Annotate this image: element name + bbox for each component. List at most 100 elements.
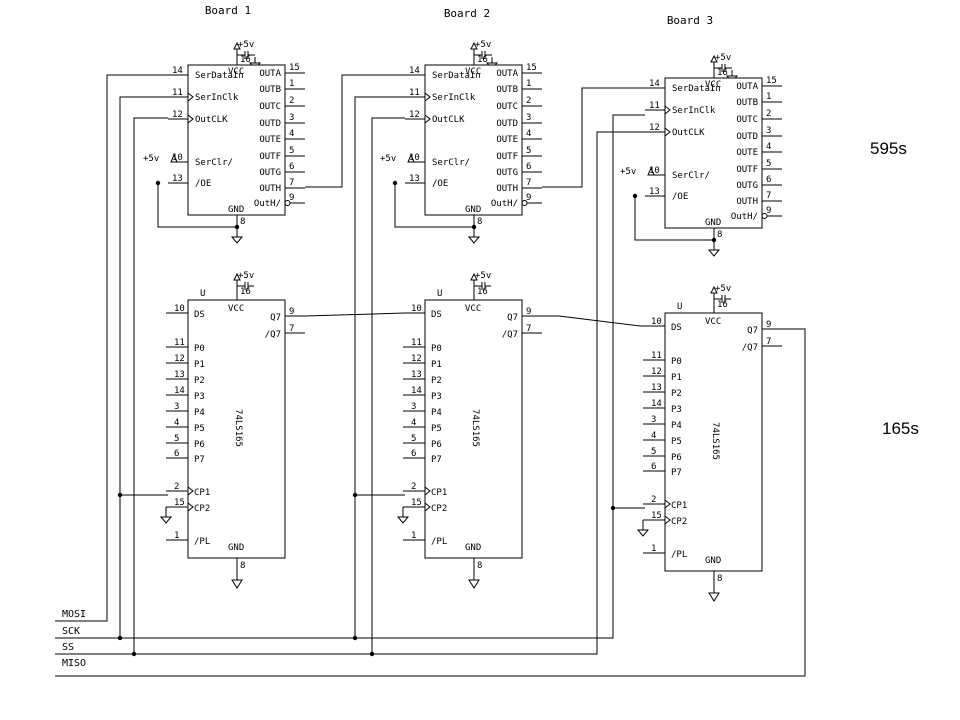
board1-165-pin-10-num: 10 xyxy=(174,304,185,314)
board1-595-out-7-label: OUTH xyxy=(259,184,281,194)
board3-165-pin-14-num: 14 xyxy=(651,399,662,409)
board2-165-clock-15 xyxy=(424,502,431,512)
board3-165-supply-label: +5v xyxy=(715,284,731,294)
board2-165-pin-3-num: 3 xyxy=(411,402,416,412)
board1-165-clock-15 xyxy=(187,502,194,512)
board3-595-gnd-pin: 8 xyxy=(717,230,722,240)
board2-595-pin-13-num: 13 xyxy=(409,174,420,184)
board3-165-u-label: U xyxy=(677,302,682,312)
board2-595-out-1-label: OUTB xyxy=(496,85,518,95)
board3-165-supply-arrow xyxy=(710,285,718,294)
board2-165-pin-6-label: P7 xyxy=(431,455,442,465)
board2-165-pin-15-num: 15 xyxy=(411,498,422,508)
board2-595-out-4-num: 4 xyxy=(526,129,531,139)
board3-595-out-1-num: 1 xyxy=(766,92,771,102)
board2-165-gnd-pin-num: 8 xyxy=(477,561,482,571)
board2-595-pin-14-num: 14 xyxy=(409,66,420,76)
board3-165-pin-15-num: 15 xyxy=(651,511,662,521)
board2-595-vcc-label: VCC xyxy=(465,67,481,77)
board2-595-out-15-num: 15 xyxy=(526,63,537,73)
board1-165-ground xyxy=(231,579,243,589)
board2-595-vcc-pin-num: 16 xyxy=(477,55,488,65)
board1-595-gnd-pin: 8 xyxy=(240,217,245,227)
board2-595-gnd-label: GND xyxy=(465,205,481,215)
board3-595-vcc-label: VCC xyxy=(705,80,721,90)
board2-595-out-4-label: OUTE xyxy=(496,135,518,145)
board1-595-out-7-num: 7 xyxy=(289,178,294,188)
board3-595-gnd-label: GND xyxy=(705,218,721,228)
bus-ss-dot-2 xyxy=(369,651,375,657)
board3-165-out-7-num: 7 xyxy=(766,337,771,347)
board3-595-out-15-label: OUTA xyxy=(736,82,758,92)
board3-595-out-6-label: OUTG xyxy=(736,181,758,191)
board3-165-pin-10-label: DS xyxy=(671,323,682,333)
board2-165-gnd-label: GND xyxy=(465,543,481,553)
board1-595-out-9-label: OutH/ xyxy=(254,199,281,209)
board3-595-out-3-num: 3 xyxy=(766,126,771,136)
board3-165-pin-6-label: P7 xyxy=(671,468,682,478)
board3-165-pin-4-num: 4 xyxy=(651,431,656,441)
board1-165-pin-14-num: 14 xyxy=(174,386,185,396)
board3-165-pin-12-num: 12 xyxy=(651,367,662,377)
board1-165-pin-5-num: 5 xyxy=(174,434,179,444)
board3-595-out-5-label: OUTF xyxy=(736,165,758,175)
board3-595-out-2-num: 2 xyxy=(766,109,771,119)
board2-165-pin-10-num: 10 xyxy=(411,304,422,314)
board1-595-out-6-label: OUTG xyxy=(259,168,281,178)
board3-165-pin-6-num: 6 xyxy=(651,462,656,472)
board3-165-out-9-label: Q7 xyxy=(747,326,758,336)
board3-595-pin-14-num: 14 xyxy=(649,79,660,89)
board3-165-clock-15 xyxy=(664,515,671,525)
board1-595-pin-14-num: 14 xyxy=(172,66,183,76)
board3-595-pin-13-label: /OE xyxy=(672,192,688,202)
board2-595-out-6-label: OUTG xyxy=(496,168,518,178)
board2-165-cp2-ground xyxy=(396,516,410,524)
board3-595-vcc-pin-num: 16 xyxy=(717,68,728,78)
board3-595-chip xyxy=(664,77,763,229)
bus-sck-cp1-dot-1 xyxy=(117,492,123,498)
board1-595-clock-12 xyxy=(187,114,194,124)
board1-595-outh-bubble xyxy=(284,200,291,206)
board1-title: Board 1 xyxy=(205,4,251,17)
board2-165-part-label: 74LS165 xyxy=(470,409,480,447)
board2-595-out-2-label: OUTC xyxy=(496,102,518,112)
board3-595-oe-gnd-wire xyxy=(634,196,714,241)
board2-595-pin-11-num: 11 xyxy=(409,88,420,98)
board2-165-pin-4-num: 4 xyxy=(411,418,416,428)
board2-595-pin-13-label: /OE xyxy=(432,179,448,189)
bus-miso-wire xyxy=(55,328,806,677)
board1-595-pin-14-label: SerDataIn xyxy=(195,71,244,81)
board2-165-u-label: U xyxy=(437,289,442,299)
board2-595-chip xyxy=(424,64,523,216)
board2-165-clock-2 xyxy=(424,486,431,496)
board3-165-pin-14-label: P3 xyxy=(671,405,682,415)
board2-595-pin-11-label: SerInClk xyxy=(432,93,476,103)
board1-595-pin-12-num: 12 xyxy=(172,110,183,120)
board3-165-pin-2-label: CP1 xyxy=(671,501,687,511)
board2-595-pin-12-num: 12 xyxy=(409,110,420,120)
board2-595-out-3-label: OUTD xyxy=(496,119,518,129)
board1-595-out-4-num: 4 xyxy=(289,129,294,139)
board3-595-serclr-supply: +5v xyxy=(620,167,636,177)
board3-165-pin-3-num: 3 xyxy=(651,415,656,425)
board1-165-pin-3-num: 3 xyxy=(174,402,179,412)
board1-165-pin-13-label: P2 xyxy=(194,376,205,386)
board3-595-out-4-num: 4 xyxy=(766,142,771,152)
bus-sck-board1-595 xyxy=(119,96,168,638)
board3-title: Board 3 xyxy=(667,14,713,27)
bus-sck-dot-2 xyxy=(352,635,358,641)
board1-595-pin-12-label: OutCLK xyxy=(195,115,228,125)
board1-595-out-5-label: OUTF xyxy=(259,152,281,162)
bus-ss-board2-595 xyxy=(371,117,405,654)
bus-sck-wire xyxy=(55,114,645,639)
board2-595-out-9-label: OutH/ xyxy=(491,199,518,209)
board1-165-out-9-label: Q7 xyxy=(270,313,281,323)
board1-595-out-15-num: 15 xyxy=(289,63,300,73)
board3-595-pin-12-label: OutCLK xyxy=(672,128,705,138)
board1-595-out-1-label: OUTB xyxy=(259,85,281,95)
board1-595-serclr-supply: +5v xyxy=(143,154,159,164)
board2-165-out-7-num: 7 xyxy=(526,324,531,334)
board2-165-vcc-label: VCC xyxy=(465,304,481,314)
board2-595-clock-11 xyxy=(424,92,431,102)
board2-165-pin-11-num: 11 xyxy=(411,338,422,348)
